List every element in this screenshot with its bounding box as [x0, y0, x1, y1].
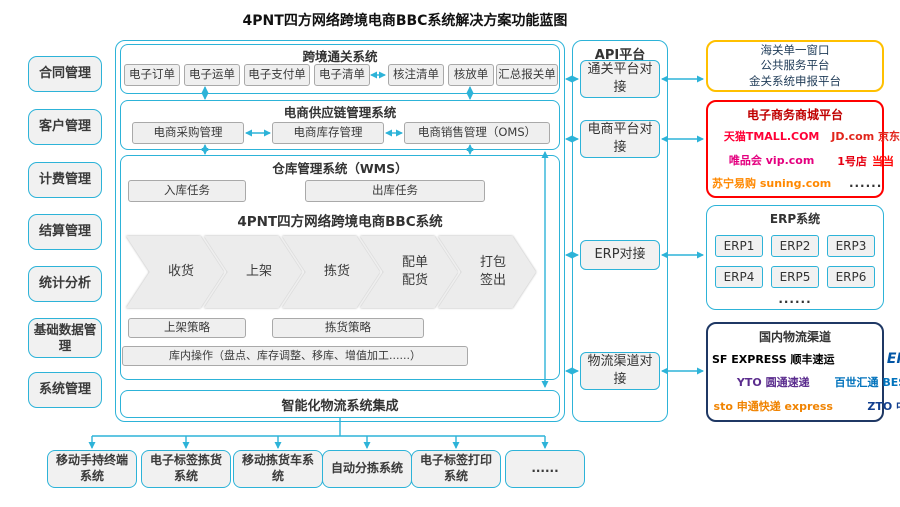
gov-line: 海关单一窗口: [760, 42, 830, 57]
flow-chevron: 拣货: [282, 236, 380, 308]
mall-more: ......: [848, 176, 883, 190]
bottom-item: 移动手持终端系统: [47, 450, 137, 488]
logistics-logo-sto: sto 申通快递 express: [713, 400, 833, 414]
supply-item: 电商销售管理（OMS）: [404, 122, 550, 144]
flow-step-label: 配单配货: [401, 255, 428, 288]
brand-logo-tmall: 天猫TMALL.COM: [723, 130, 820, 143]
sidebar-item: 统计分析: [28, 266, 102, 302]
flow-step-label: 拣货: [323, 264, 350, 280]
wms-title: 仓库管理系统（WMS）: [272, 161, 408, 176]
customs-title: 跨境通关系统: [302, 49, 378, 64]
outbound-task-box: 出库任务: [305, 180, 485, 202]
flow-step-label: 收货: [167, 264, 194, 280]
brand-logo-vip: 唯品会 vip.com: [728, 153, 815, 167]
warehouse-ops-box: 库内操作（盘点、库存调整、移库、增值加工......）: [122, 346, 468, 366]
bottom-item: 自动分拣系统: [322, 450, 412, 488]
picking-strategy-box: 拣货策略: [272, 318, 424, 338]
erp-item: ERP6: [827, 266, 875, 288]
erp-title: ERP系统: [769, 212, 821, 226]
flow-chevron: 收货: [126, 236, 224, 308]
logistics-logo-ems: EMS: [886, 350, 900, 367]
api-item: 通关平台对接: [580, 60, 660, 98]
bottom-item: 电子标签拣货系统: [141, 450, 231, 488]
api-item: 电商平台对接: [580, 120, 660, 158]
sidebar-item: 合同管理: [28, 56, 102, 92]
customs-item: 电子清单: [314, 64, 370, 86]
flow-step-label: 上架: [245, 264, 272, 280]
supply-item: 电商采购管理: [132, 122, 244, 144]
brand-logo-jd: JD.com 京东: [831, 130, 900, 143]
flow-chevron: 上架: [204, 236, 302, 308]
sidebar-item: 客户管理: [28, 109, 102, 145]
logistics-logo-zto: ZTO 中通快递: [867, 400, 900, 414]
flow-chevron: 配单配货: [360, 236, 458, 308]
erp-more: ......: [778, 292, 812, 306]
customs-item: 电子订单: [124, 64, 180, 86]
mall-box: 电子商务商城平台 天猫TMALL.COM JD.com 京东 唯品会 vip.c…: [706, 100, 900, 198]
api-title: API平台: [594, 48, 646, 63]
erp-box: ERP系统 ERP1 ERP2 ERP3 ERP4 ERP5 ERP6 ....…: [706, 205, 884, 310]
brand-logo-suning: 苏宁易购 suning.com: [712, 177, 832, 190]
customs-item: 电子支付单: [244, 64, 310, 86]
api-item: 物流渠道对接: [580, 352, 660, 390]
flow-step-label: 打包签出: [479, 255, 506, 288]
logistics-logo-sf: SF EXPRESS 顺丰速运: [712, 352, 835, 366]
customs-item: 电子运单: [184, 64, 240, 86]
inbound-task-box: 入库任务: [128, 180, 246, 202]
logistics-title: 国内物流渠道: [758, 330, 831, 344]
gov-line: 金关系统申报平台: [749, 73, 841, 88]
sidebar-item: 计费管理: [28, 162, 102, 198]
sidebar-item: 基础数据管理: [28, 318, 102, 358]
supply-item: 电商库存管理: [272, 122, 384, 144]
bottom-item: 电子标签打印系统: [411, 450, 501, 488]
page-title: 4PNT四方网络跨境电商BBC系统解决方案功能蓝图: [242, 13, 568, 29]
putaway-strategy-box: 上架策略: [128, 318, 246, 338]
sidebar-item: 结算管理: [28, 214, 102, 250]
gov-platform-box: 海关单一窗口 公共服务平台 金关系统申报平台: [706, 40, 884, 92]
erp-item: ERP1: [715, 235, 763, 257]
customs-item: 核放单: [448, 64, 494, 86]
api-item: ERP对接: [580, 240, 660, 270]
logistics-box: 国内物流渠道 SF EXPRESS 顺丰速运 EMS YTO 圆通速递 百世汇通…: [706, 322, 900, 422]
flow-chevron: 打包签出: [438, 236, 536, 308]
logistics-logo-yto: YTO 圆通速递: [736, 376, 810, 390]
sidebar-item: 系统管理: [28, 372, 102, 408]
customs-item: 汇总报关单: [496, 64, 558, 86]
bottom-item: 移动拣货车系统: [233, 450, 323, 488]
logistics-logo-best: 百世汇通 BEST EXPRESS: [834, 376, 900, 390]
supply-title: 电商供应链管理系统: [283, 105, 397, 120]
erp-item: ERP3: [827, 235, 875, 257]
brand-logo-dangdang: 当当: [872, 155, 894, 168]
core-system-title: 4PNT四方网络跨境电商BBC系统: [237, 214, 443, 230]
erp-item: ERP4: [715, 266, 763, 288]
erp-item: ERP5: [771, 266, 819, 288]
gov-line: 公共服务平台: [760, 58, 830, 73]
erp-item: ERP2: [771, 235, 819, 257]
brand-logo-yhd: 1号店: [837, 155, 867, 168]
bottom-item: ......: [505, 450, 585, 488]
integration-bar: 智能化物流系统集成: [120, 390, 560, 418]
mall-title: 电子商务商城平台: [746, 108, 843, 122]
customs-item: 核注清单: [388, 64, 444, 86]
